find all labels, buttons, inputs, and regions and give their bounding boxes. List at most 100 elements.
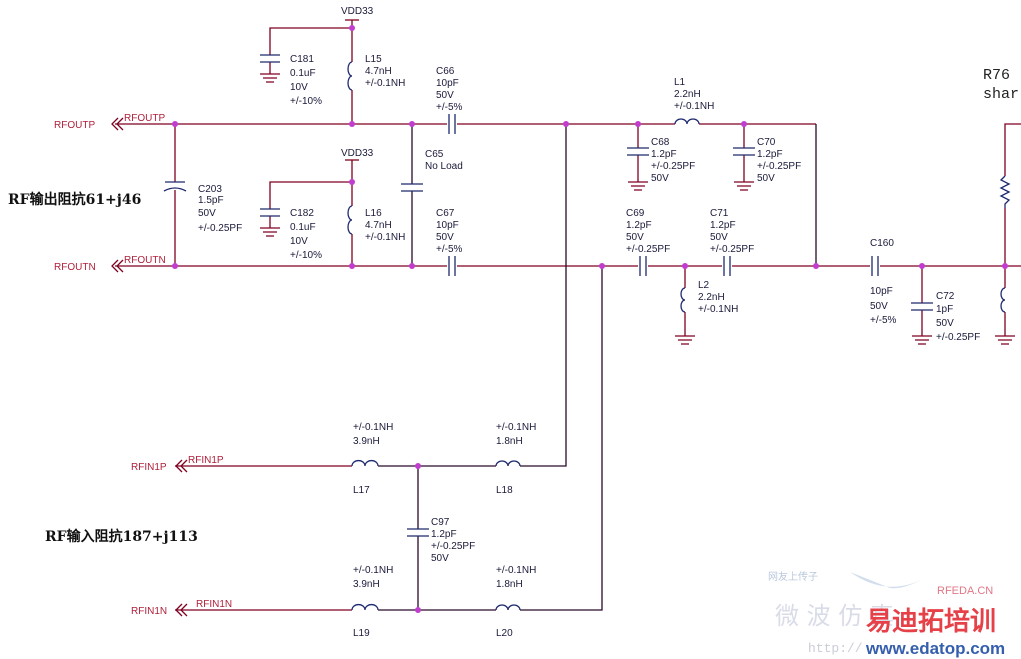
- port-rfin1p[interactable]: RFIN1P RFIN1P: [131, 455, 224, 473]
- C71-symbol: [723, 256, 731, 276]
- port-arrow-icon: [175, 459, 188, 473]
- refdes: L16: [365, 208, 382, 219]
- port-arrow-icon: [111, 117, 124, 131]
- C67-symbol: [448, 256, 456, 276]
- tolerance: +/-10%: [290, 250, 322, 261]
- value: 1pF: [936, 304, 953, 315]
- L17-symbol: [351, 459, 379, 467]
- label-C71[interactable]: C71 1.2pF 50V +/-0.25PF: [710, 208, 754, 255]
- label-C97[interactable]: C97 1.2pF +/-0.25PF 50V: [431, 517, 475, 564]
- tolerance: +/-0.1NH: [674, 101, 714, 112]
- refdes: L19: [353, 628, 370, 639]
- refdes: L2: [698, 280, 710, 291]
- voltage: 50V: [710, 232, 728, 243]
- refdes: L17: [353, 485, 370, 496]
- port-rfin1n[interactable]: RFIN1N RFIN1N: [131, 599, 232, 617]
- wire-c181-top: [269, 27, 352, 55]
- watermark-cn-text: 微 波 仿 真: [775, 602, 894, 630]
- junction-dot: [635, 121, 641, 127]
- label-L18[interactable]: +/-0.1NH 1.8nH L18: [496, 422, 536, 496]
- value: 1.2pF: [626, 220, 652, 231]
- port-rfoutp[interactable]: RFOUTP RFOUTP: [54, 113, 165, 131]
- value: 4.7nH: [365, 220, 392, 231]
- refdes: C66: [436, 66, 455, 77]
- label-C66[interactable]: C66 10pF 50V +/-5%: [436, 66, 463, 113]
- port-rfoutn[interactable]: RFOUTN RFOUTN: [54, 255, 166, 273]
- ground-icon: [260, 227, 280, 237]
- L-right-symbol: [1000, 287, 1006, 313]
- refdes: L15: [365, 54, 382, 65]
- refdes: C181: [290, 54, 314, 65]
- C68-symbol: [627, 147, 649, 156]
- refdes: C67: [436, 208, 455, 219]
- L20-symbol: [495, 604, 521, 611]
- junction-dot: [409, 121, 415, 127]
- ground-icon: [734, 181, 754, 191]
- label-L20[interactable]: +/-0.1NH 1.8nH L20: [496, 565, 536, 639]
- label-C160[interactable]: C160 10pF 50V +/-5%: [870, 238, 897, 326]
- L15-symbol: [347, 61, 353, 91]
- label-C182[interactable]: C182 0.1uF 10V +/-10%: [290, 208, 322, 261]
- C182-symbol: [260, 208, 280, 217]
- refdes: C65: [425, 149, 444, 160]
- junction-dot: [349, 25, 355, 31]
- label-L15[interactable]: L15 4.7nH +/-0.1NH: [365, 54, 405, 89]
- junction-dot: [349, 121, 355, 127]
- voltage: 50V: [936, 318, 954, 329]
- junction-dot: [349, 263, 355, 269]
- value: 10pF: [436, 78, 459, 89]
- value: 1.2pF: [710, 220, 736, 231]
- value: 1.8nH: [496, 436, 523, 447]
- wire-p-to-l18: [520, 124, 567, 467]
- label-C69[interactable]: C69 1.2pF 50V +/-0.25PF: [626, 208, 670, 255]
- value: 0.1uF: [290, 222, 316, 233]
- L1-symbol: [674, 118, 700, 125]
- label-C72[interactable]: C72 1pF 50V +/-0.25PF: [936, 291, 980, 343]
- wire-r-top: [1004, 123, 1021, 176]
- label-L1[interactable]: L1 2.2nH +/-0.1NH: [674, 77, 714, 112]
- C69-symbol: [639, 256, 647, 276]
- tolerance: +/-5%: [870, 315, 897, 326]
- port-label: RFIN1N: [131, 606, 167, 617]
- refdes: C69: [626, 208, 645, 219]
- label-C70[interactable]: C70 1.2pF +/-0.25PF 50V: [757, 137, 801, 184]
- value: 1.2pF: [431, 529, 457, 540]
- voltage: 50V: [198, 208, 216, 219]
- tolerance: +/-0.25PF: [710, 244, 754, 255]
- vdd33-mid: VDD33: [341, 148, 374, 161]
- refdes: C97: [431, 517, 450, 528]
- label-L19[interactable]: +/-0.1NH 3.9nH L19: [353, 565, 393, 639]
- watermark-top-text: 网友上传子: [768, 570, 818, 583]
- label-C203[interactable]: C203 1.5pF 50V +/-0.25PF: [198, 184, 242, 234]
- tolerance: +/-0.25PF: [757, 161, 801, 172]
- voltage: 50V: [626, 232, 644, 243]
- refdes: L18: [496, 485, 513, 496]
- wire-c182-top: [269, 181, 352, 209]
- label-C65[interactable]: C65 No Load: [425, 149, 463, 172]
- label-C181[interactable]: C181 0.1uF 10V +/-10%: [290, 54, 322, 107]
- value: 1.2pF: [651, 149, 677, 160]
- tolerance: +/-0.1NH: [353, 422, 393, 433]
- junction-dot: [409, 263, 415, 269]
- capacitor-symbols: [163, 54, 933, 537]
- refdes: C68: [651, 137, 670, 148]
- net-label: RFOUTP: [124, 113, 165, 124]
- label-C68[interactable]: C68 1.2pF +/-0.25PF 50V: [651, 137, 695, 184]
- watermark-site-text: RFEDA.CN: [937, 585, 993, 597]
- vdd33-top: VDD33: [341, 6, 374, 21]
- value: 1.8nH: [496, 579, 523, 590]
- value: 4.7nH: [365, 66, 392, 77]
- C70-symbol: [733, 147, 755, 156]
- port-arrow-icon: [175, 603, 188, 617]
- voltage: 50V: [870, 301, 888, 312]
- label-L17[interactable]: +/-0.1NH 3.9nH L17: [353, 422, 393, 496]
- label-L2[interactable]: L2 2.2nH +/-0.1NH: [698, 280, 738, 315]
- port-label: RFIN1P: [131, 462, 167, 473]
- label-L16[interactable]: L16 4.7nH +/-0.1NH: [365, 208, 405, 243]
- label-C67[interactable]: C67 10pF 50V +/-5%: [436, 208, 463, 255]
- port-label: RFOUTN: [54, 262, 96, 273]
- tolerance: +/-10%: [290, 96, 322, 107]
- C181-symbol: [260, 54, 280, 63]
- voltage: 50V: [436, 232, 454, 243]
- value: 10pF: [436, 220, 459, 231]
